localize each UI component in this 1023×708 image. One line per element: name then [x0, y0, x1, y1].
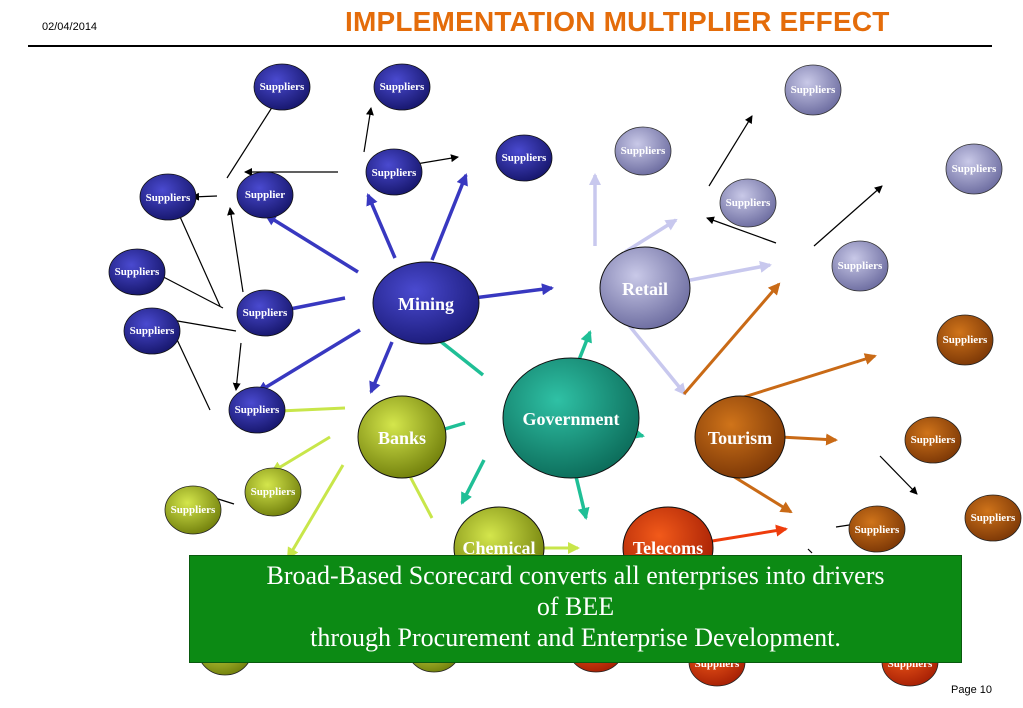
supplier-label: Suppliers: [855, 524, 900, 536]
supplier-label: Suppliers: [971, 512, 1016, 524]
supplier-label: Suppliers: [372, 167, 417, 179]
banks-node: [357, 395, 447, 479]
slide-title: IMPLEMENTATION MULTIPLIER EFFECT: [345, 6, 890, 37]
supplier-label: Suppliers: [171, 504, 216, 516]
slide-date: 02/04/2014: [42, 21, 98, 33]
supplier-node: [108, 248, 166, 296]
chemical-label: Chemical: [463, 538, 536, 558]
supplier-label: Suppliers: [115, 266, 160, 278]
supplier-node: [365, 148, 423, 196]
tourism-arrows: [682, 282, 877, 514]
banks-suppliers: [164, 467, 302, 535]
supplier-label: Suppliers: [791, 84, 836, 96]
supplier-label: Suppliers: [130, 325, 175, 337]
page-number: Page 10: [951, 684, 992, 696]
government-node: [502, 357, 640, 479]
supplier-node: [848, 505, 906, 553]
supplier-node: [964, 494, 1022, 542]
supplier-node: [236, 289, 294, 337]
supplier-node: [614, 126, 672, 176]
supplier-label: Suppliers: [235, 404, 280, 416]
banks-label: Banks: [378, 428, 426, 448]
callout-line-3: through Procurement and Enterprise Devel…: [310, 623, 841, 652]
supplier-label: Suppliers: [838, 260, 883, 272]
supplier-labels: Suppliers Suppliers Suppliers Suppliers …: [115, 81, 1016, 536]
telecoms-label: Telecoms: [633, 538, 703, 558]
supplier-node: [831, 240, 889, 292]
retail-arrows: [589, 173, 772, 396]
retail-label: Retail: [622, 279, 668, 299]
supplier-label: Suppliers: [380, 81, 425, 93]
supplier-label: Suppliers: [943, 334, 988, 346]
supplier-label: Suppliers: [260, 81, 305, 93]
callout-line-2: of BEE: [536, 592, 615, 621]
supplier-node: [719, 178, 777, 228]
supplier-node: [228, 386, 286, 434]
mining-label: Mining: [398, 294, 454, 314]
government-label: Government: [523, 409, 620, 429]
supplier-label: Supplier: [245, 189, 285, 201]
supplier-label: Suppliers: [952, 163, 997, 175]
mining-node: [372, 261, 480, 345]
supplier-node: [236, 171, 294, 219]
supplier-node: [253, 63, 311, 111]
supplier-node: [784, 64, 842, 116]
mining-suppliers: [108, 63, 553, 434]
supplier-node: [244, 467, 302, 517]
tourism-node: [694, 395, 786, 479]
supplier-label: Suppliers: [251, 486, 296, 498]
supplier-label: Suppliers: [243, 307, 288, 319]
telecoms-arrows: [705, 524, 788, 544]
supplier-label: Suppliers: [911, 434, 956, 446]
tourism-suppliers: [848, 314, 1022, 553]
telecoms-black-arrow: [807, 548, 813, 554]
tourism-label: Tourism: [708, 428, 772, 448]
supplier-node: [945, 143, 1003, 195]
supplier-label: Suppliers: [146, 192, 191, 204]
supplier-node: [139, 173, 197, 221]
supplier-node: [123, 307, 181, 355]
callout-line-1: Broad-Based Scorecard converts all enter…: [266, 561, 885, 590]
supplier-label: Suppliers: [621, 145, 666, 157]
retail-node: [599, 246, 691, 330]
retail-suppliers: [614, 64, 1003, 292]
mining-arrows: [256, 173, 554, 394]
supplier-label: Suppliers: [726, 197, 771, 209]
title-divider: [28, 45, 992, 47]
supplier-node: [373, 63, 431, 111]
supplier-node: [936, 314, 994, 366]
supplier-node: [495, 134, 553, 182]
supplier-label: Suppliers: [502, 152, 547, 164]
supplier-node: [164, 485, 222, 535]
supplier-node: [904, 416, 962, 464]
callout-box: Broad-Based Scorecard converts all enter…: [189, 555, 962, 663]
